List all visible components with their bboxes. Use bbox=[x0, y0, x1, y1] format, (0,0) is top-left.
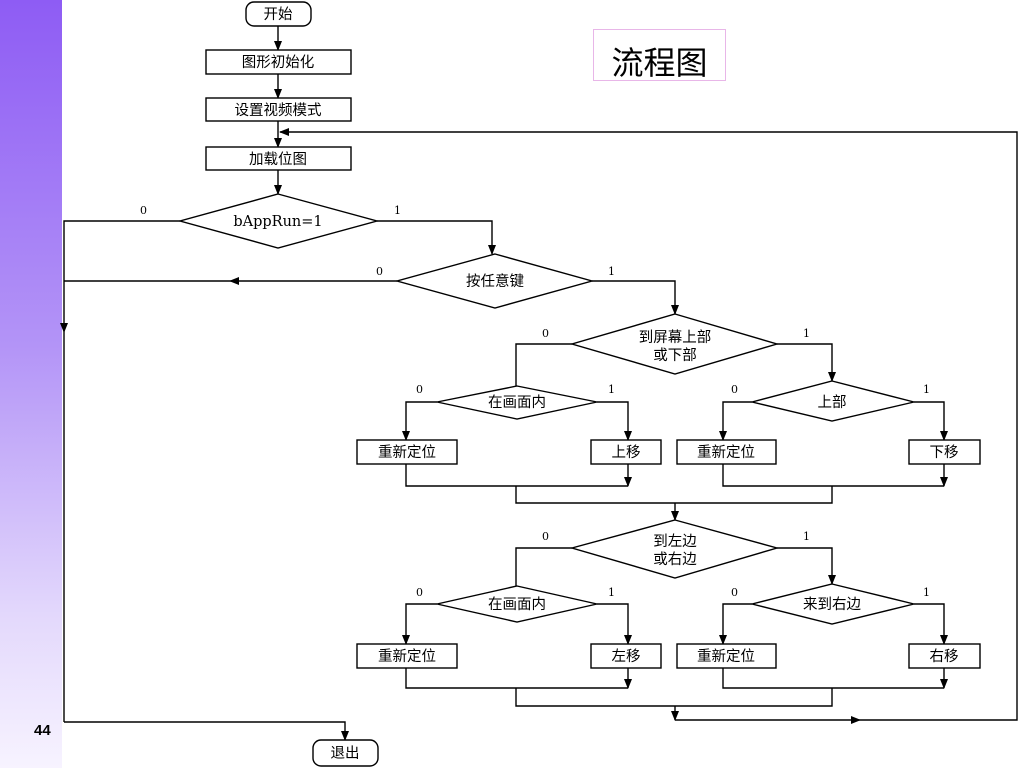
top-label: 上部 bbox=[818, 394, 847, 411]
start-node: 开始 bbox=[245, 1, 312, 27]
move-right-node: 右移 bbox=[908, 643, 981, 669]
in-screen-vertical-label: 在画面内 bbox=[488, 394, 546, 411]
in-screen-v-false-label: 0 bbox=[416, 383, 423, 396]
app-run-true-label: 1 bbox=[394, 204, 401, 217]
reposition-node: 重新定位 bbox=[356, 439, 458, 465]
load-bitmap-node: 加载位图 bbox=[205, 146, 352, 171]
reposition-label: 重新定位 bbox=[378, 648, 436, 665]
in-screen-vertical-decision: 在画面内 bbox=[436, 385, 598, 420]
top-decision: 上部 bbox=[751, 380, 915, 422]
left-right-false-label: 0 bbox=[542, 530, 549, 543]
left-right-decision: 到左边 或右边 bbox=[569, 519, 780, 579]
page-number: 44 bbox=[34, 722, 51, 739]
top-bottom-true-label: 1 bbox=[803, 327, 810, 340]
move-left-node: 左移 bbox=[590, 643, 662, 669]
app-run-label: bAppRun=1 bbox=[233, 214, 322, 230]
in-screen-horizontal-decision: 在画面内 bbox=[436, 585, 598, 623]
reach-right-decision: 来到右边 bbox=[751, 583, 915, 625]
reposition-label: 重新定位 bbox=[697, 444, 755, 461]
start-label: 开始 bbox=[264, 6, 293, 23]
move-left-label: 左移 bbox=[612, 648, 641, 665]
exit-node: 退出 bbox=[312, 739, 379, 767]
top-bottom-label-line2: 或下部 bbox=[653, 347, 697, 364]
app-run-decision: bAppRun=1 bbox=[177, 193, 380, 249]
in-screen-v-true-label: 1 bbox=[608, 383, 615, 396]
move-up-label: 上移 bbox=[612, 444, 641, 461]
move-down-node: 下移 bbox=[908, 439, 981, 465]
top-false-label: 0 bbox=[731, 383, 738, 396]
app-run-false-label: 0 bbox=[140, 204, 147, 217]
top-bottom-decision: 到屏幕上部 或下部 bbox=[569, 313, 780, 375]
init-graphics-node: 图形初始化 bbox=[205, 49, 352, 75]
branch-labels: 0 1 0 1 0 1 0 1 0 1 0 1 0 1 0 1 bbox=[140, 204, 930, 599]
connectors bbox=[60, 26, 1018, 741]
move-down-label: 下移 bbox=[930, 444, 959, 461]
top-bottom-false-label: 0 bbox=[542, 327, 549, 340]
left-right-label-line2: 或右边 bbox=[653, 551, 697, 568]
slide-title: 流程图 bbox=[611, 44, 708, 82]
in-screen-h-true-label: 1 bbox=[608, 586, 615, 599]
set-video-mode-label: 设置视频模式 bbox=[235, 102, 322, 119]
any-key-label: 按任意键 bbox=[466, 272, 524, 290]
any-key-false-label: 0 bbox=[376, 265, 383, 278]
reach-right-true-label: 1 bbox=[923, 586, 930, 599]
left-right-label-line1: 到左边 bbox=[653, 533, 697, 550]
any-key-true-label: 1 bbox=[608, 265, 615, 278]
init-graphics-label: 图形初始化 bbox=[242, 54, 315, 71]
reposition-node: 重新定位 bbox=[356, 643, 458, 669]
left-right-true-label: 1 bbox=[803, 530, 810, 543]
in-screen-horizontal-label: 在画面内 bbox=[488, 596, 546, 613]
reposition-node: 重新定位 bbox=[676, 643, 777, 669]
any-key-decision: 按任意键 bbox=[394, 253, 595, 309]
slide-sidebar bbox=[0, 0, 62, 768]
reach-right-label: 来到右边 bbox=[803, 596, 861, 613]
in-screen-h-false-label: 0 bbox=[416, 586, 423, 599]
reposition-label: 重新定位 bbox=[378, 444, 436, 461]
title-box: 流程图 bbox=[593, 29, 726, 82]
reposition-label: 重新定位 bbox=[697, 648, 755, 665]
top-bottom-label-line1: 到屏幕上部 bbox=[639, 329, 712, 346]
exit-label: 退出 bbox=[331, 745, 360, 762]
top-true-label: 1 bbox=[923, 383, 930, 396]
move-up-node: 上移 bbox=[590, 439, 662, 465]
load-bitmap-label: 加载位图 bbox=[249, 151, 307, 168]
reposition-node: 重新定位 bbox=[676, 439, 777, 465]
set-video-mode-node: 设置视频模式 bbox=[205, 97, 352, 122]
reach-right-false-label: 0 bbox=[731, 586, 738, 599]
move-right-label: 右移 bbox=[930, 648, 959, 665]
